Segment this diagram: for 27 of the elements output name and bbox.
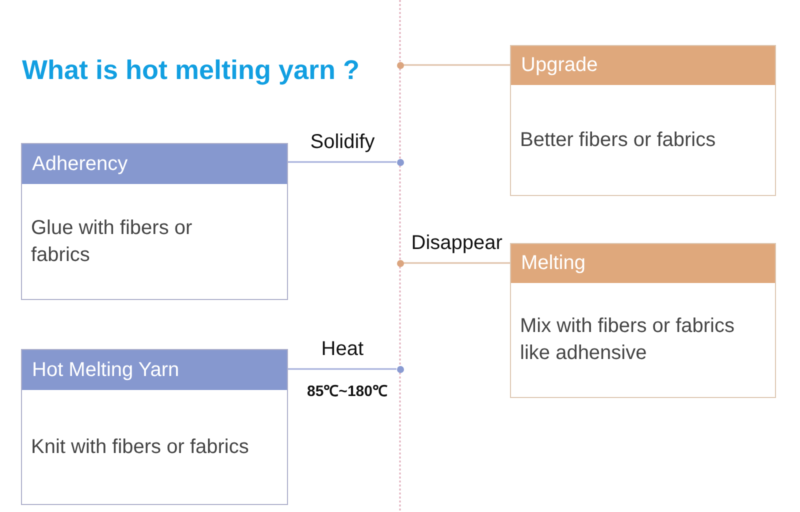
card-header: Hot Melting Yarn: [22, 350, 287, 390]
card-text: Better fibers or fabrics: [520, 128, 717, 152]
card-header: Upgrade: [511, 46, 775, 85]
edge-label: Solidify: [308, 131, 377, 154]
timeline-dot-icon: [396, 366, 404, 372]
card-text: Knit with fibers or fabrics: [31, 434, 250, 460]
timeline-dot-icon: [396, 158, 404, 166]
card-header: Melting: [511, 244, 775, 283]
connector-line: [288, 368, 396, 370]
card-text: Mix with fibers or fabrics like adhensive: [520, 314, 736, 366]
timeline-line: [399, 68, 401, 158]
info-card: [21, 143, 288, 300]
info-card: [510, 243, 776, 398]
card-text: Glue with fibers or fabrics: [31, 216, 194, 268]
connector-line: [404, 64, 510, 66]
connector-line: [288, 161, 396, 163]
timeline-dot-icon: [396, 260, 404, 266]
info-card: [510, 45, 776, 196]
connector-line: [404, 262, 510, 264]
timeline-line: [399, 372, 401, 512]
info-card: [21, 349, 288, 505]
card-header: Adherency: [22, 144, 287, 184]
timeline-line: [399, 0, 401, 62]
timeline-line: [399, 266, 401, 366]
title: What is hot melting yarn ?: [22, 55, 360, 86]
timeline-line: [399, 166, 401, 260]
timeline-dot-icon: [396, 62, 404, 68]
